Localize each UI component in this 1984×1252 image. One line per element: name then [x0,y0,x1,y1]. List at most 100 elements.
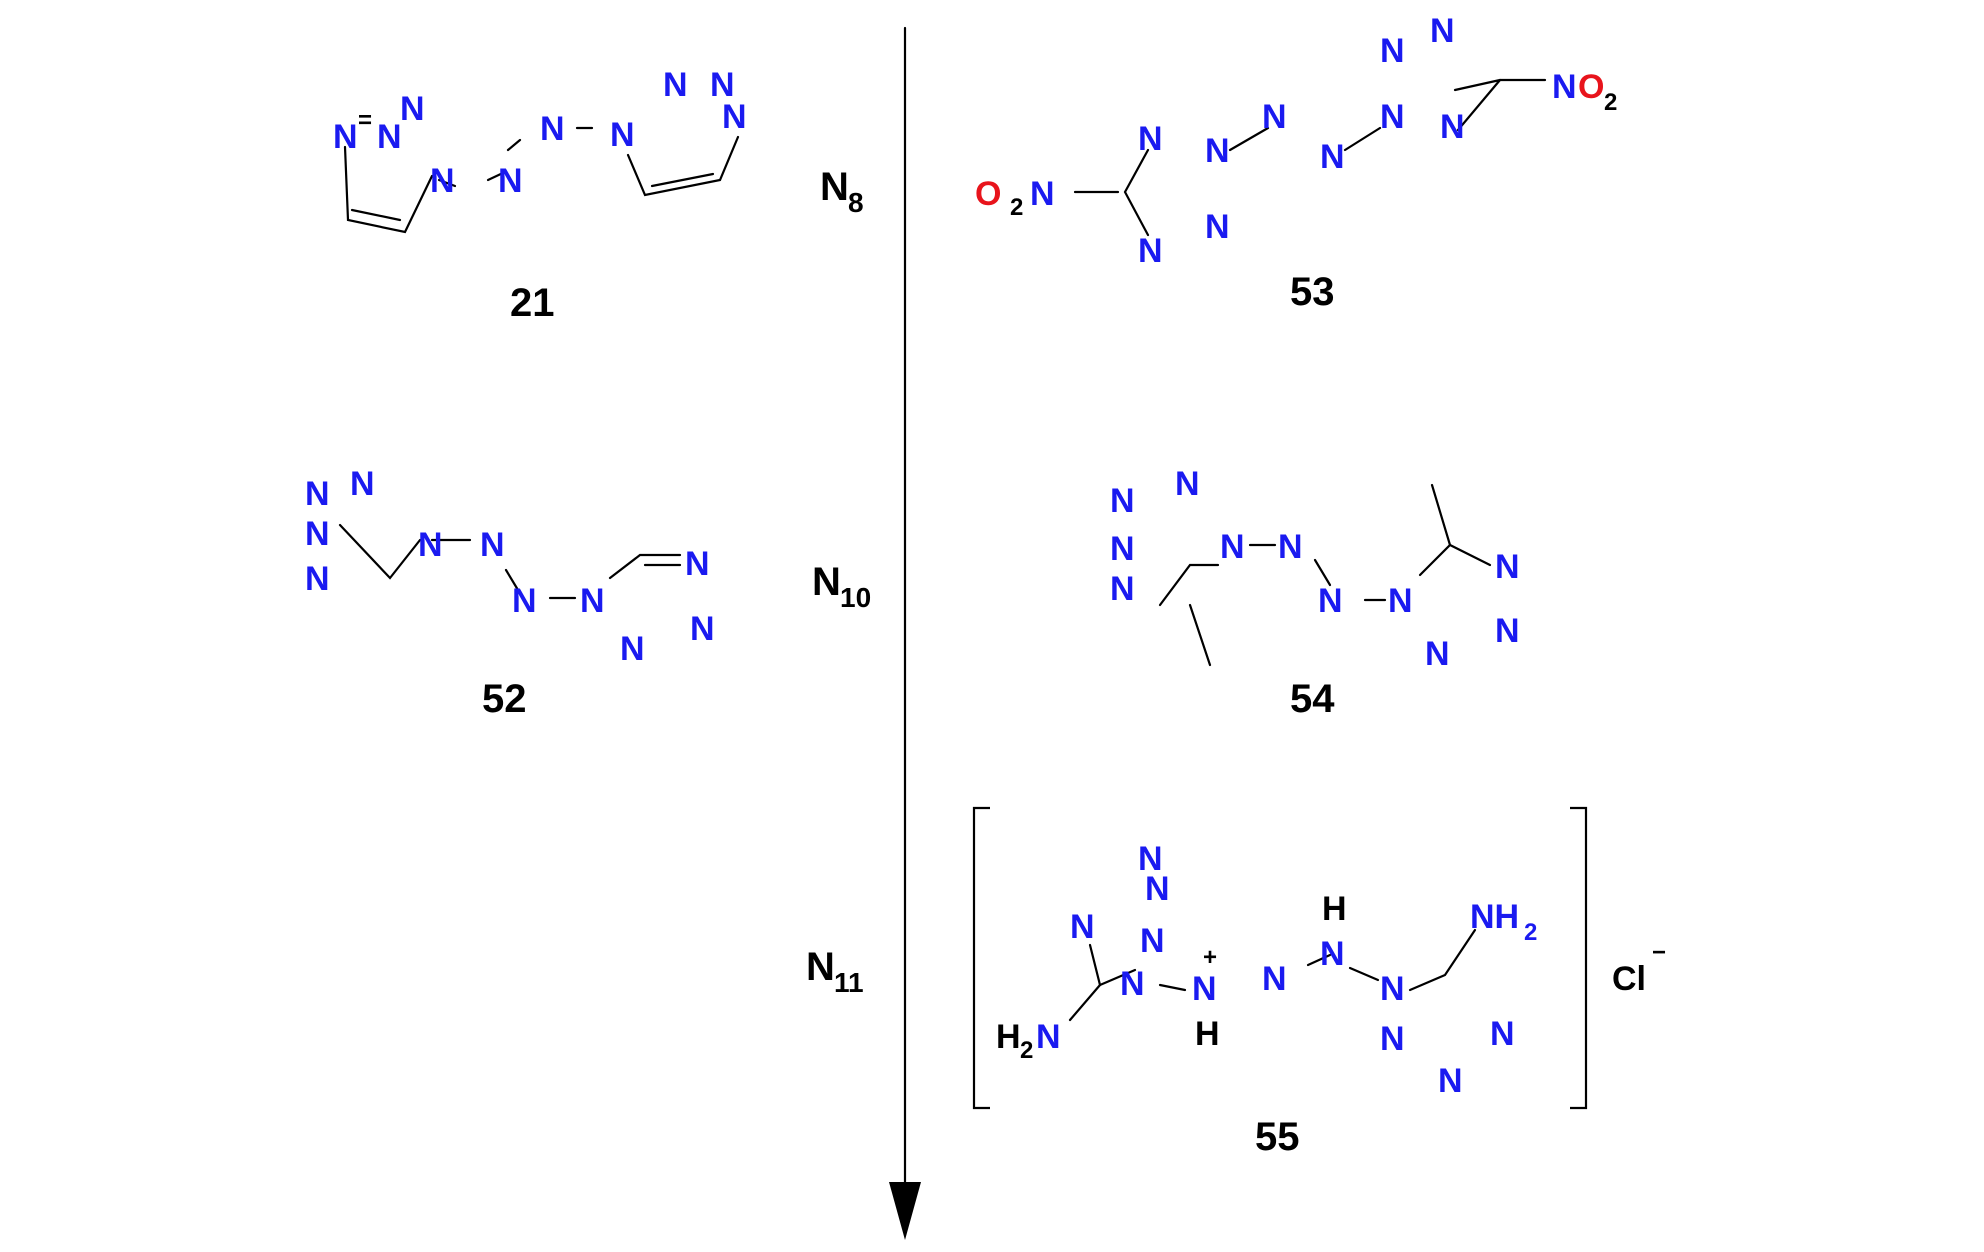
atom-nh: NH [1470,898,1519,936]
atom-n: N [722,98,747,136]
atom-n: N [1490,1015,1515,1053]
right-bracket [1570,806,1588,1110]
atom-n: N [1138,840,1163,878]
svg-text:=: = [358,107,372,134]
atom-n: N [1380,98,1405,136]
atom-n: N [1110,482,1135,520]
atom-n: N [1220,528,1245,566]
ring-bond [626,135,740,197]
bond [1306,953,1332,967]
bond [506,138,522,152]
bond [1313,558,1332,587]
atom-n: N [710,66,735,104]
atom-n: N [1380,970,1405,1008]
compound-21-structure: N N = N N N N N N N N 21 [333,66,747,325]
atom-n: N [480,526,505,564]
atom-n: N [1440,108,1465,146]
atom-n: N [512,582,537,620]
atom-n: N [498,162,523,200]
subscript: 2 [1604,89,1617,116]
atom-h: H [1322,890,1347,928]
positive-charge: + [1203,944,1217,971]
atom-n: N [1145,870,1170,908]
atom-n: N [1110,530,1135,568]
atom-h: H [1195,1015,1220,1053]
double-bond-inner [650,172,715,188]
axis-arrowhead [889,1182,921,1240]
atom-n: N [540,110,565,148]
axis-label-n8: N 8 [820,165,864,218]
ring-bond [1158,563,1220,607]
ring-bond [338,523,422,580]
atom-n: N [620,630,645,668]
atom-n: N [1425,635,1450,673]
atom-n: N [1262,98,1287,136]
atom-n: N [305,560,330,598]
subscript: 2 [1020,1037,1033,1064]
ring-bond [1418,543,1492,577]
atom-n: N [377,118,402,156]
bond [486,170,507,182]
atom-n: N [1138,120,1163,158]
compound-label: 53 [1290,270,1335,314]
nitrogen-count-axis [889,26,921,1240]
amino-bond [1068,983,1102,1022]
atom-n: N [1070,908,1095,946]
atom-n: N [1380,32,1405,70]
atom-n: N [1205,132,1230,170]
atom-n: N [1552,68,1577,106]
ring-bond [1453,78,1502,132]
chloride-ion: Cl [1612,960,1646,998]
atom-n: N [580,582,605,620]
bond [1343,126,1382,152]
bond [1348,966,1380,982]
bond [1158,983,1187,992]
compound-54-structure: N N N N N N N N N N N 54 [1110,465,1520,721]
atom-h: H [996,1018,1021,1056]
axis-label-sub: 8 [848,187,864,218]
ring-bond [1088,943,1137,987]
atom-n: N [305,475,330,513]
subscript: 2 [1010,194,1023,221]
atom-n: N [1495,548,1520,586]
atom-o: O [975,175,1001,213]
compound-55-structure: N N N N N H 2 N N + H N N H N NH 2 N N N… [972,806,1666,1159]
atom-n: N [1388,582,1413,620]
atom-n: N [1036,1018,1061,1056]
atom-n: N [1278,528,1303,566]
atom-n: N [1140,922,1165,960]
methyl-bond [1430,483,1452,547]
atom-n: N [1430,12,1455,50]
atom-n: N [305,515,330,553]
atom-n: N [1138,232,1163,270]
axis-label-n11: N 11 [806,945,864,998]
bond [437,178,457,188]
atom-n: N [400,90,425,128]
compound-53-structure: O 2 N N N N N N N N N N N N O 2 53 [975,12,1617,314]
atom-o: O [1578,68,1604,106]
bond [504,568,520,592]
axis-label-main: N [812,560,841,604]
axis-label-sub: 10 [840,582,871,613]
atom-n: N [1120,965,1145,1003]
atom-n: N [1030,175,1055,213]
axis-label-main: N [806,945,835,989]
ring-bond [343,145,434,234]
atom-n: N [430,162,455,200]
axis-label-n10: N 10 [812,560,871,613]
atom-n: N [1175,465,1200,503]
atom-n: N [1318,582,1343,620]
compound-label: 55 [1255,1115,1300,1159]
compound-label: 21 [510,281,555,325]
compound-52-structure: N N N N N N N N N N N 52 [305,465,715,721]
atom-n: N [1205,208,1230,246]
left-bracket [972,806,990,1110]
compound-label: 54 [1290,677,1335,721]
atom-n: N [1320,935,1345,973]
atom-n: N [1192,970,1217,1008]
atom-n: N [690,610,715,648]
atom-n: N [663,66,688,104]
atom-n: N [418,526,443,564]
ring-bond [1123,148,1150,237]
